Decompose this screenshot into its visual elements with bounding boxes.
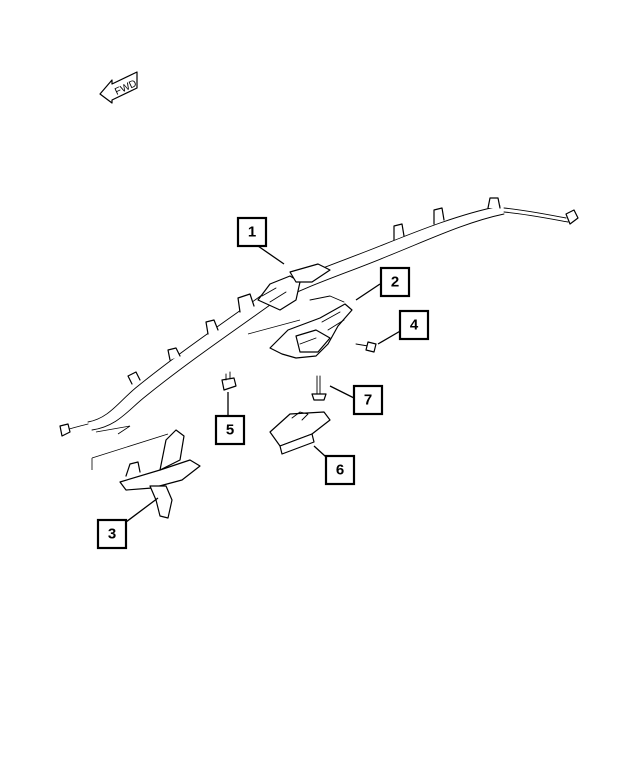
forward-arrow-icon [99,71,138,104]
bracket-part-3 [91,429,201,519]
callout-2-label: 2 [391,274,399,291]
callout-6: 6 [324,454,356,486]
leader-4 [377,329,403,345]
callout-1-label: 1 [248,224,256,241]
callout-4: 4 [398,309,430,341]
callout-7: 7 [352,384,384,416]
callout-6-label: 6 [336,462,344,479]
fwd-indicator: FWD [99,71,139,104]
curtain-airbag-part [59,197,579,437]
bolt-part-5 [221,371,237,391]
callout-4-label: 4 [410,317,419,334]
callout-3: 3 [96,518,128,550]
bracket-part-2 [247,295,353,359]
leader-7 [329,385,355,399]
screw-part-4 [355,341,377,353]
leader-2 [355,283,381,301]
callout-5-label: 5 [226,422,234,439]
callout-1: 1 [236,216,268,248]
callout-3-label: 3 [108,526,116,543]
leader-1 [257,245,285,265]
rivet-part-7 [311,375,327,401]
callout-7-label: 7 [364,392,372,409]
leader-3 [125,497,159,523]
callout-5: 5 [214,414,246,446]
callout-2: 2 [379,266,411,298]
clip-part-6 [269,411,331,455]
